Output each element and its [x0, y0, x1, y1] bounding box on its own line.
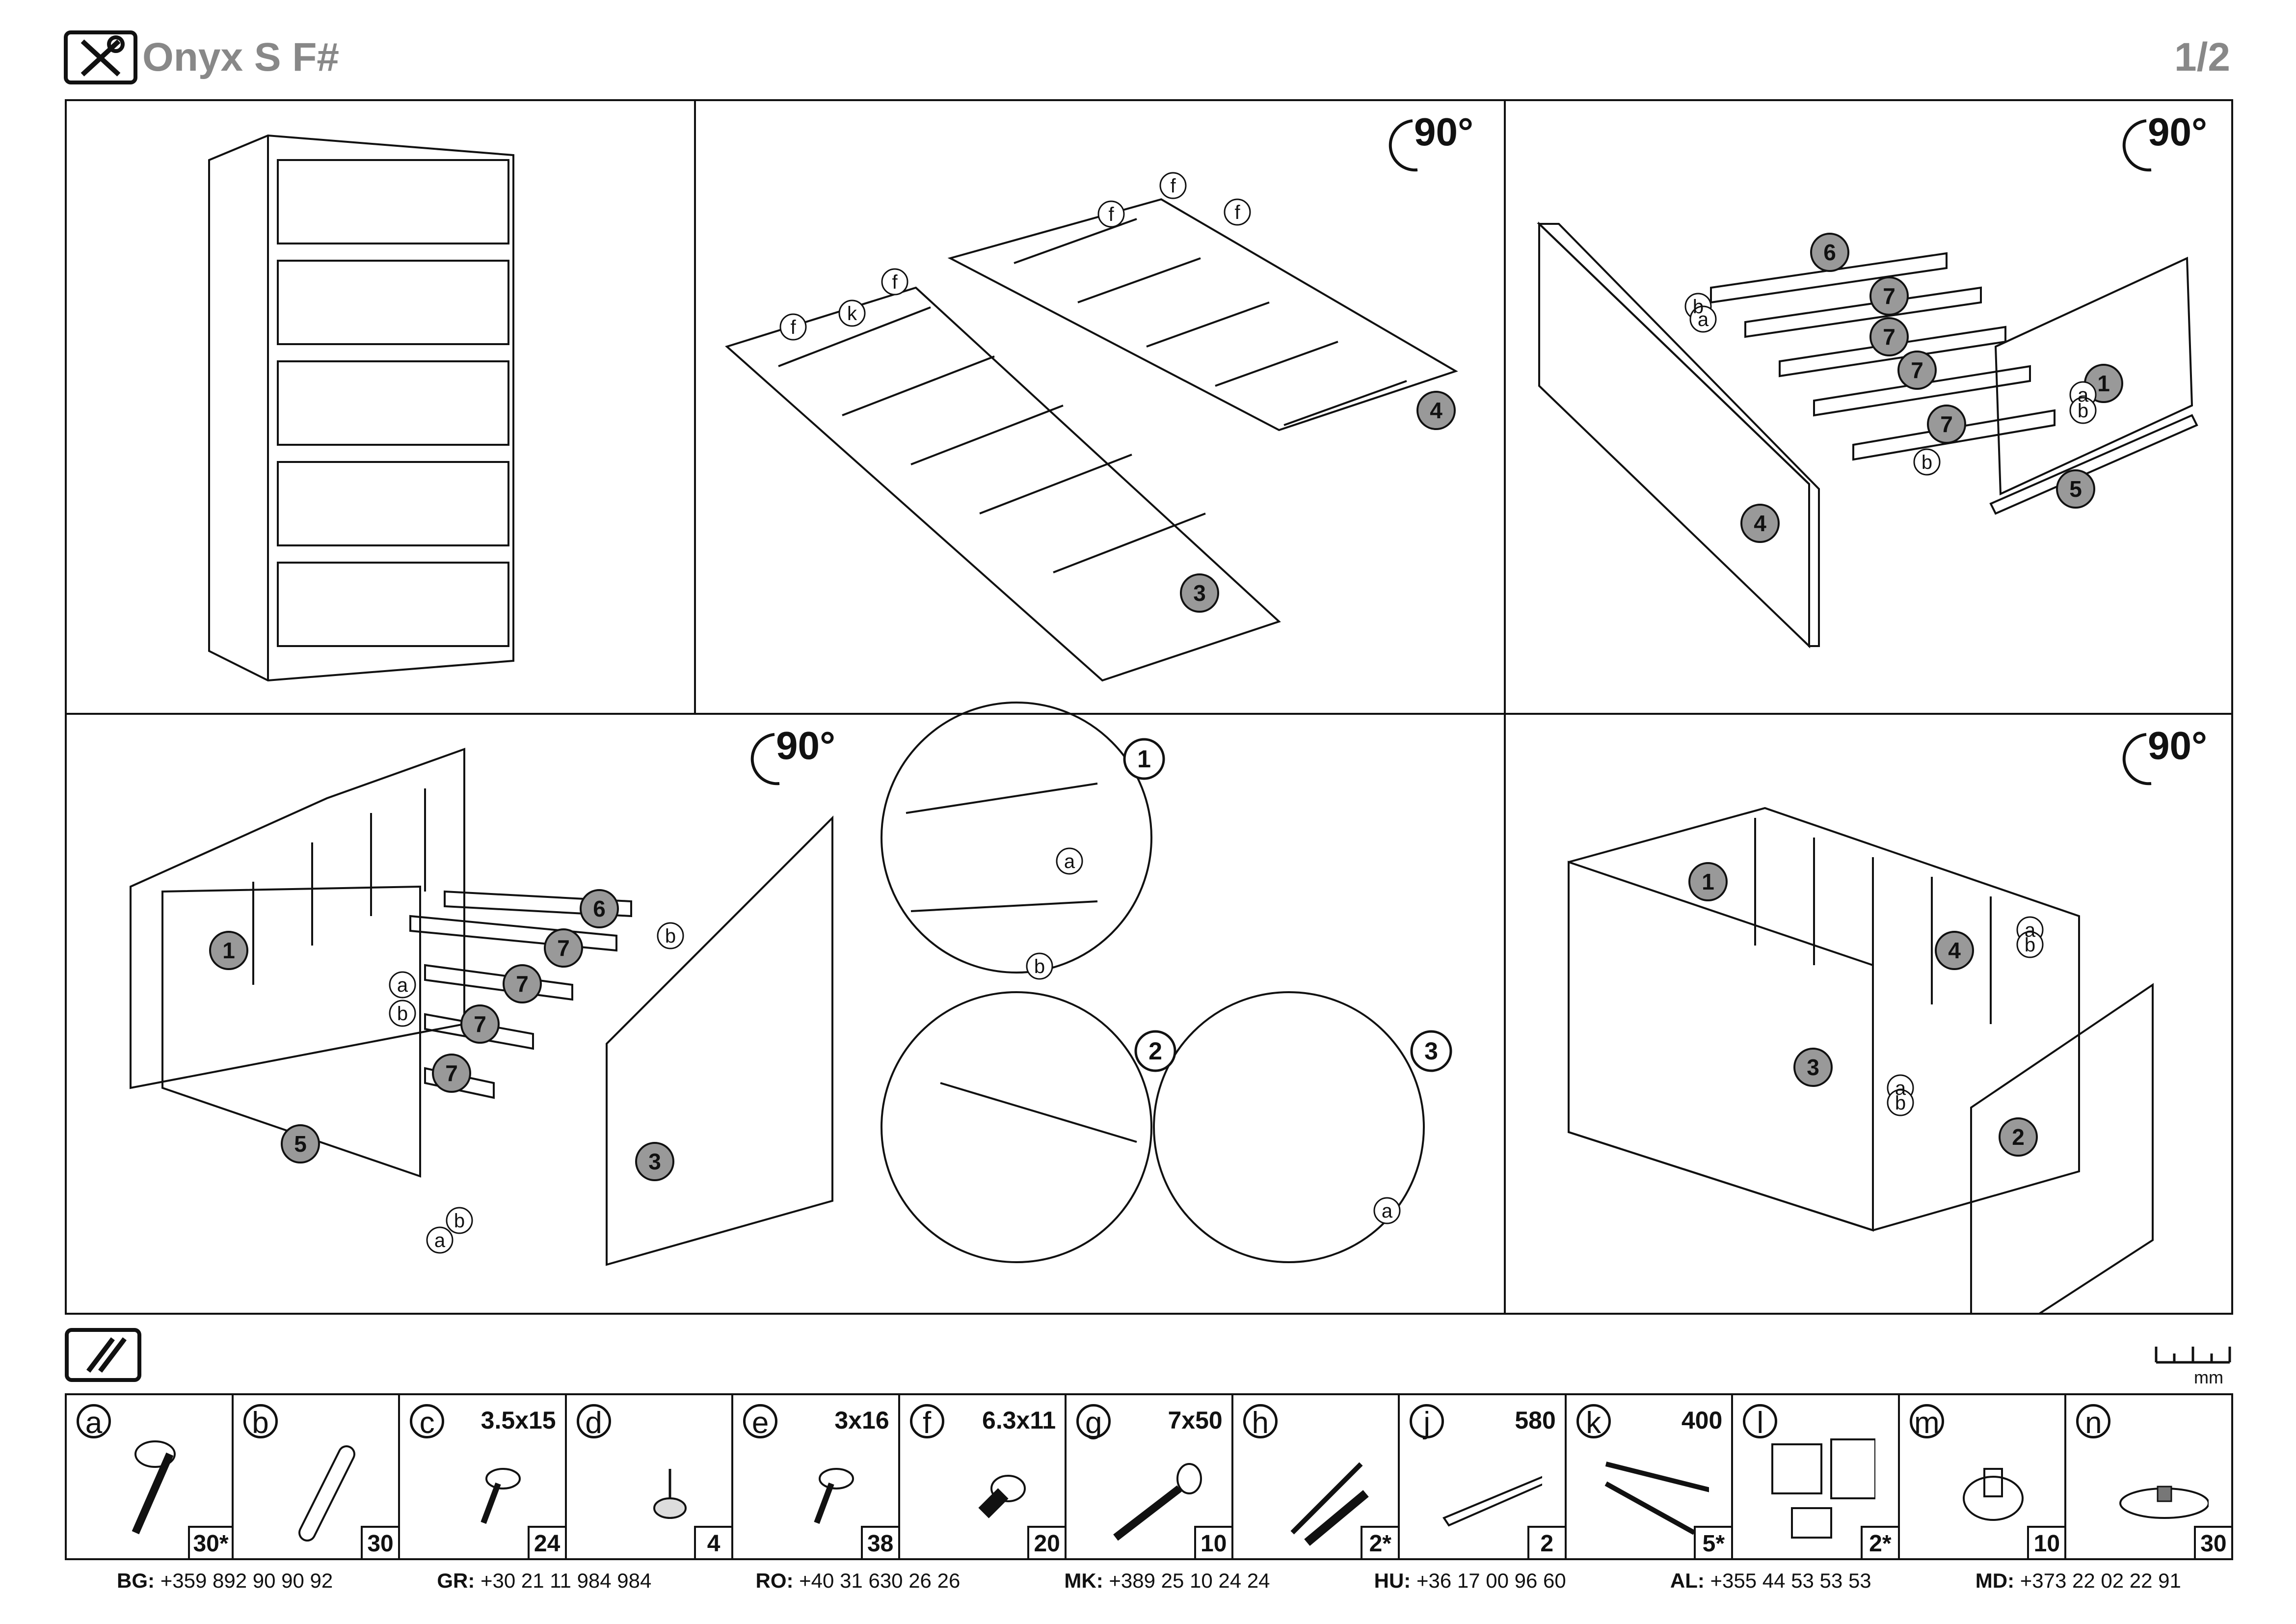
- phone-al: AL: +355 44 53 53 53: [1670, 1569, 1871, 1592]
- part-g: g 7x50 10: [1067, 1395, 1233, 1558]
- rotate-label: 90°: [1414, 110, 1473, 154]
- service-phones: BG: +359 892 90 90 92 GR: +30 21 11 984 …: [65, 1569, 2233, 1608]
- svg-text:a: a: [1382, 1200, 1393, 1222]
- wooden-dowel-icon: [298, 1445, 355, 1542]
- svg-text:1: 1: [2097, 371, 2110, 396]
- svg-text:2: 2: [2012, 1124, 2025, 1150]
- svg-text:7: 7: [474, 1011, 486, 1037]
- svg-text:a: a: [434, 1230, 446, 1251]
- phone-md: MD: +373 22 02 22 91: [1975, 1569, 2181, 1592]
- svg-text:90°: 90°: [2148, 724, 2207, 767]
- svg-text:b: b: [454, 1210, 465, 1232]
- svg-text:7: 7: [557, 935, 570, 961]
- euro-screw-icon: [978, 1475, 1026, 1518]
- svg-text:b: b: [1922, 452, 1932, 473]
- part-k: k 400 5*: [1567, 1395, 1734, 1558]
- confirmat-screw-icon: [1113, 1463, 1202, 1541]
- svg-text:a: a: [1895, 1078, 1906, 1099]
- phone-hu: HU: +36 17 00 96 60: [1374, 1569, 1566, 1592]
- part-f: f 6.3x11 20: [900, 1395, 1067, 1558]
- svg-text:3: 3: [648, 1149, 661, 1174]
- part-j: j 580 2: [1400, 1395, 1567, 1558]
- svg-text:7: 7: [516, 971, 529, 997]
- svg-text:90°: 90°: [776, 724, 835, 767]
- svg-text:7: 7: [1940, 411, 1953, 437]
- svg-text:90°: 90°: [2148, 110, 2207, 154]
- svg-text:1: 1: [1137, 745, 1151, 773]
- svg-text:b: b: [1693, 296, 1704, 318]
- svg-text:a: a: [397, 974, 408, 996]
- svg-text:f: f: [1108, 204, 1114, 225]
- svg-text:3: 3: [1424, 1037, 1438, 1065]
- part-d: d 4: [567, 1395, 734, 1558]
- svg-text:k: k: [847, 303, 857, 325]
- wall-anchor-screw-icon: [1290, 1462, 1369, 1546]
- svg-text:b: b: [2078, 400, 2088, 422]
- drawer-runner-icon: [1604, 1462, 1709, 1535]
- svg-text:4: 4: [1948, 938, 1961, 963]
- svg-text:a: a: [1698, 309, 1709, 330]
- svg-text:b: b: [1895, 1092, 1906, 1114]
- svg-text:3: 3: [1807, 1055, 1819, 1080]
- svg-text:4: 4: [1754, 511, 1766, 536]
- svg-text:f: f: [790, 317, 796, 338]
- screw-icon: [814, 1468, 854, 1524]
- phone-ro: RO: +40 31 630 26 26: [755, 1569, 961, 1592]
- phone-mk: MK: +389 25 10 24 24: [1064, 1569, 1270, 1592]
- svg-text:6: 6: [593, 896, 606, 921]
- svg-text:2: 2: [1148, 1037, 1162, 1065]
- part-b: b 30: [234, 1395, 400, 1558]
- part-m: m 10: [1900, 1395, 2067, 1558]
- svg-text:3: 3: [1193, 580, 1206, 606]
- svg-text:a: a: [2078, 384, 2089, 406]
- page-number: 1/2: [2174, 35, 2230, 80]
- part-l: l 2*: [1733, 1395, 1900, 1558]
- svg-text:b: b: [665, 925, 676, 947]
- screw-icon: [481, 1468, 521, 1524]
- svg-text:7: 7: [1911, 357, 1923, 383]
- svg-text:f: f: [1234, 202, 1240, 223]
- svg-text:1: 1: [222, 938, 235, 963]
- svg-text:b: b: [1034, 956, 1045, 977]
- phone-bg: BG: +359 892 90 90 92: [117, 1569, 333, 1592]
- svg-text:4: 4: [1430, 398, 1442, 423]
- profile-rail-icon: [1442, 1476, 1543, 1527]
- fittings-table: a 30* b 30 c 3.5x15 24 d 4 e: [65, 1393, 2233, 1560]
- svg-text:7: 7: [1883, 283, 1896, 309]
- svg-text:7: 7: [445, 1060, 458, 1086]
- svg-text:5: 5: [2069, 476, 2082, 502]
- svg-text:a: a: [1064, 851, 1075, 872]
- svg-text:5: 5: [294, 1131, 307, 1157]
- product-title: Onyx S F#: [142, 35, 340, 80]
- svg-text:b: b: [2025, 934, 2035, 956]
- svg-text:7: 7: [1883, 324, 1896, 350]
- svg-text:f: f: [892, 271, 898, 293]
- part-n: n 30: [2066, 1395, 2231, 1558]
- assembly-steps-drawing: 4 3 6 7 7 7 7 1 5 4 1 6 7 7 7 7 5 3 1 4: [67, 101, 2231, 1313]
- svg-text:6: 6: [1823, 240, 1836, 265]
- part-e: e 3x16 38: [733, 1395, 900, 1558]
- part-a: a 30*: [67, 1395, 234, 1558]
- cover-cap-icon: [2119, 1486, 2209, 1519]
- cam-lock-bolt-icon: [132, 1440, 176, 1535]
- part-h: h 2*: [1233, 1395, 1400, 1558]
- svg-text:f: f: [1170, 175, 1176, 197]
- part-c: c 3.5x15 24: [400, 1395, 567, 1558]
- ruler-unit: mm: [2194, 1367, 2223, 1387]
- ruler-icon: mm: [2154, 1343, 2232, 1387]
- plastic-foot-icon: [1962, 1468, 2024, 1521]
- wall-bracket-icon: [1771, 1438, 1876, 1539]
- glide-nail-icon: [653, 1469, 687, 1519]
- svg-text:1: 1: [1702, 869, 1714, 894]
- phone-gr: GR: +30 21 11 984 984: [437, 1569, 652, 1592]
- svg-text:b: b: [397, 1003, 408, 1025]
- svg-text:a: a: [2025, 920, 2036, 941]
- tools-icon: [64, 30, 137, 84]
- fittings-icon: [65, 1328, 141, 1382]
- assembly-steps-frame: 4 3 6 7 7 7 7 1 5 4 1 6 7 7 7 7 5 3 1 4: [65, 99, 2233, 1315]
